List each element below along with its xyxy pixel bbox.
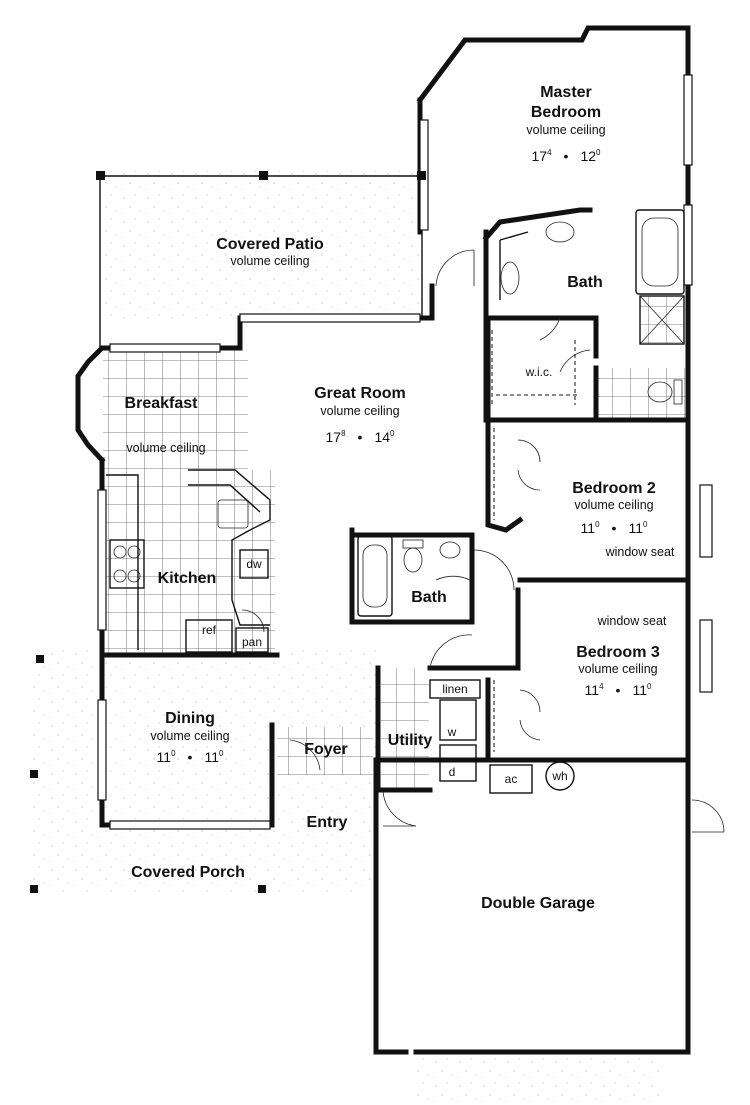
covered-patio-name: Covered Patio [216,236,324,253]
covered-porch-name: Covered Porch [131,864,245,881]
breakfast-name: Breakfast [125,395,199,412]
dryer-label: d [449,765,456,779]
master-bedroom-name-1: Master [540,84,592,101]
doors [241,249,725,833]
washer-label: w [447,725,457,739]
ref-label: ref [202,623,217,637]
driveway-apron [415,1052,660,1105]
dining-name: Dining [165,710,215,727]
kitchen-tile-lower [103,470,275,655]
breakfast-ceiling: volume ceiling [126,441,205,455]
pan-label: pan [242,635,262,649]
bath2-name: Bath [411,589,447,606]
dw-label: dw [246,557,262,571]
wh-label: wh [551,769,567,783]
double-garage-name: Double Garage [481,895,595,912]
master-bedroom-ceiling: volume ceiling [526,123,605,137]
master-bedroom-dims: 174•120 [532,148,602,164]
bedroom3-ceiling: volume ceiling [578,662,657,676]
covered-patio-floor [100,170,422,318]
master-bath-name: Bath [567,274,603,291]
utility-tile [381,668,429,788]
linen-label: linen [442,682,467,696]
bedroom2-ceiling: volume ceiling [574,498,653,512]
entry-name: Entry [307,814,348,831]
fixture-labels: dw ref pan linen w d ac wh [202,557,568,786]
bedroom2-note: window seat [605,545,675,559]
dining-ceiling: volume ceiling [150,729,229,743]
posts [30,171,426,893]
master-bedroom-name-2: Bedroom [531,104,601,121]
bedroom2-name: Bedroom 2 [572,480,656,497]
bedroom3-dims: 114•110 [585,682,652,698]
covered-patio-ceiling: volume ceiling [230,254,309,268]
dining-dims: 110•110 [157,749,224,765]
bedroom3-note: window seat [597,614,667,628]
fixtures [106,209,685,794]
room-labels: Master Bedroom volume ceiling 174•120 Co… [125,84,675,912]
wic-name: w.i.c. [525,365,553,379]
bedroom2-dims: 110•110 [581,520,648,536]
great-room-dims: 178•140 [326,429,396,445]
utility-name: Utility [388,732,433,749]
master-bath-tile [596,368,688,418]
foyer-tile [277,727,373,775]
bedroom3-name: Bedroom 3 [576,644,660,661]
kitchen-name: Kitchen [158,570,217,587]
great-room-ceiling: volume ceiling [320,404,399,418]
great-room-name: Great Room [314,385,406,402]
foyer-name: Foyer [304,741,348,758]
ac-label: ac [505,772,518,786]
